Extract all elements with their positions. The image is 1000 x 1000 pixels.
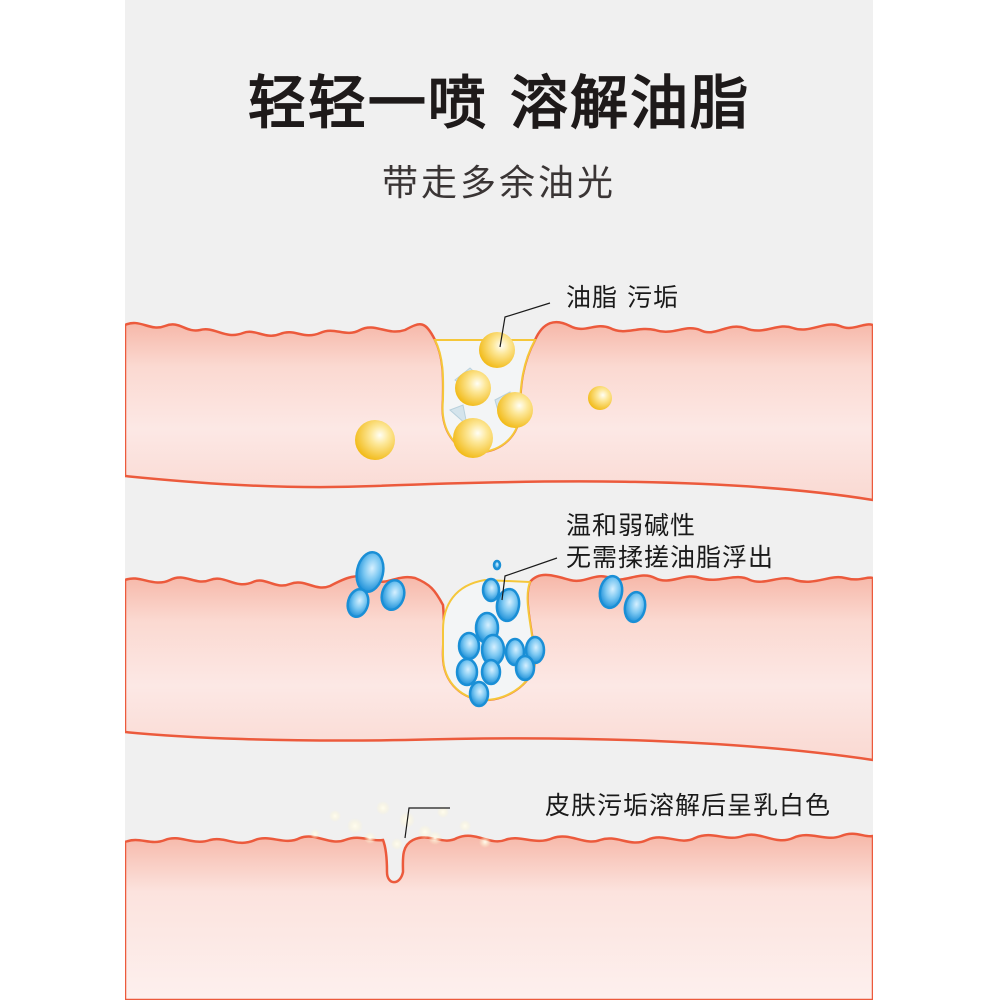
stage-2-label-line-2: 无需揉搓油脂浮出 bbox=[566, 543, 775, 572]
skin-layer-3 bbox=[125, 801, 873, 1000]
diagram-panel: 轻轻一喷 溶解油脂 带走多余油光 油脂 污垢 温和弱碱性 无需揉搓油脂浮出 皮肤… bbox=[125, 0, 873, 1000]
stage-3-label: 皮肤污垢溶解后呈乳白色 bbox=[545, 791, 832, 820]
stage-1-label: 油脂 污垢 bbox=[566, 283, 679, 312]
skin-layer-2 bbox=[125, 551, 873, 762]
page-title: 轻轻一喷 溶解油脂 bbox=[247, 69, 751, 137]
skin-layer-1 bbox=[125, 302, 873, 502]
page-subtitle: 带走多余油光 bbox=[381, 163, 616, 204]
skin-illustration bbox=[125, 302, 873, 1000]
stage-2-label-line-1: 温和弱碱性 bbox=[566, 511, 697, 540]
